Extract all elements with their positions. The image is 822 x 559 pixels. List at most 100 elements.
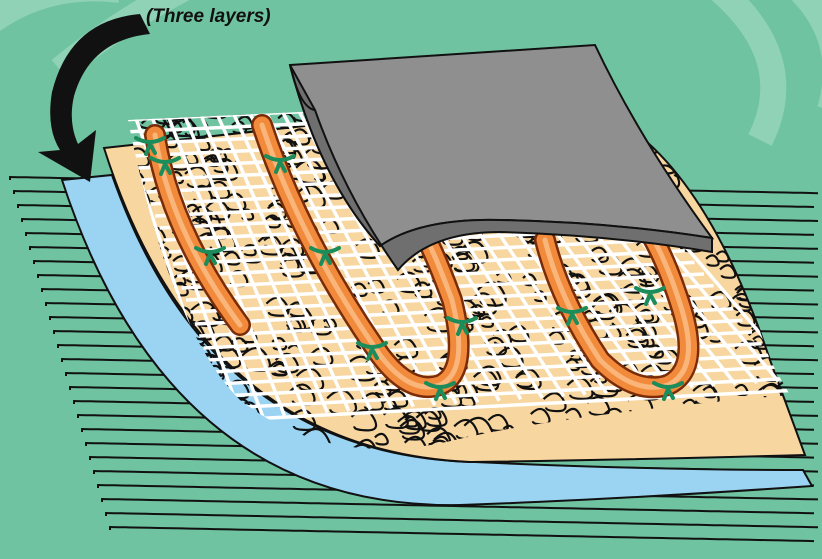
- grid-line-horizontal: [203, 318, 743, 350]
- fiber-loop: [682, 156, 696, 169]
- wavy-line: [109, 525, 815, 543]
- cable-tie-end: [662, 387, 675, 401]
- cable-ties: [134, 136, 684, 401]
- cable-tie-end: [319, 252, 332, 266]
- cable-tie-end: [644, 292, 657, 306]
- fiber-loop: [128, 378, 147, 401]
- curved-arrow-icon: [38, 14, 150, 182]
- fiber-loop: [791, 361, 819, 384]
- fiber-loop: [715, 250, 730, 263]
- fiber-loop: [746, 156, 771, 177]
- fiber-loop: [348, 443, 377, 449]
- fiber-loop: [747, 288, 771, 309]
- heating-cable-highlight: [152, 132, 243, 328]
- fiber-loop: [781, 159, 790, 173]
- fiber-loop: [719, 264, 737, 279]
- fiber-loop: [399, 418, 426, 441]
- fiber-loop: [387, 390, 409, 408]
- fiber-loop: [271, 337, 288, 351]
- fiber-loop: [128, 376, 142, 395]
- grid-line-horizontal: [207, 330, 753, 362]
- fiber-loop: [165, 100, 189, 121]
- fiber-loop: [374, 432, 389, 446]
- fiber-loop: [163, 409, 188, 430]
- fiber-loop: [224, 100, 253, 117]
- fiber-loop: [201, 100, 228, 120]
- fiber-loop: [695, 106, 709, 119]
- fiber-loop: [645, 110, 665, 126]
- fiber-loop: [469, 292, 498, 316]
- fiber-loop: [113, 320, 126, 330]
- fiber-loop: [208, 180, 231, 200]
- fiber-loop: [735, 162, 766, 188]
- fiber-loop: [542, 392, 567, 413]
- fiber-loop: [793, 333, 807, 344]
- fiber-loop: [669, 112, 696, 135]
- fiber-loop: [480, 315, 494, 328]
- fiber-loop: [135, 103, 166, 130]
- fiber-loop: [639, 334, 655, 348]
- fiber-loop: [373, 380, 392, 396]
- fiber-loop: [160, 100, 184, 115]
- fiber-loop: [514, 372, 534, 388]
- cable-tie-end: [274, 160, 287, 174]
- fiber-loop: [592, 294, 619, 316]
- fiber-loop: [712, 173, 728, 187]
- fiber-loop: [799, 102, 810, 111]
- fiber-loop: [290, 128, 311, 146]
- cover-tile: [288, 43, 715, 272]
- fiber-loop: [682, 158, 702, 175]
- fiber-loop: [425, 439, 455, 449]
- fiber-loop: [487, 413, 509, 433]
- fiber-loop: [799, 174, 817, 189]
- fiber-loop: [589, 246, 609, 263]
- fiber-loop: [530, 407, 551, 426]
- cable-tie: [356, 341, 388, 349]
- cable-tie: [652, 381, 684, 389]
- fiber-loop: [705, 254, 720, 267]
- fiber-loop: [647, 344, 664, 359]
- fiber-loop: [128, 380, 133, 393]
- grid-line-horizontal: [225, 376, 790, 410]
- cable-tie-end: [144, 142, 157, 156]
- cable-tie-end: [159, 162, 172, 176]
- grid-line-horizontal: [229, 388, 790, 422]
- fiber-loop: [761, 176, 789, 200]
- fiber-loop: [774, 176, 790, 201]
- fiber-loop: [452, 252, 475, 273]
- fiber-loop: [145, 412, 161, 426]
- fiber-loop: [397, 414, 421, 435]
- fiber-loop: [179, 423, 209, 448]
- caption-three-layers: (Three layers): [146, 6, 271, 27]
- fiber-loop: [664, 141, 685, 159]
- fiber-loop: [403, 435, 428, 449]
- fiber-loop: [741, 164, 760, 180]
- fiber-loop: [777, 149, 790, 170]
- fiber-loop: [350, 409, 378, 432]
- grid-line-vertical: [167, 117, 287, 417]
- fiber-loop: [763, 309, 780, 323]
- cable-tie-end: [204, 252, 217, 266]
- fiber-loop: [780, 121, 790, 146]
- grid-line-horizontal: [212, 341, 762, 374]
- fiber-loop: [730, 131, 751, 149]
- cable-tie-end: [456, 322, 469, 336]
- fiber-loop: [684, 160, 701, 175]
- cable-tie-end: [434, 387, 447, 401]
- wavy-line: [105, 511, 819, 529]
- fiber-loop: [661, 143, 677, 157]
- fiber-loop: [230, 337, 249, 353]
- fiber-loop: [184, 166, 212, 189]
- fiber-loop: [744, 155, 761, 170]
- fiber-loop: [625, 328, 649, 349]
- fiber-loop: [361, 392, 384, 411]
- fiber-loop: [242, 244, 257, 257]
- fiber-loop: [404, 415, 418, 428]
- fiber-loop: [143, 429, 175, 449]
- fiber-loop: [350, 282, 368, 298]
- fiber-loop: [647, 117, 661, 130]
- fiber-loop: [796, 104, 822, 125]
- fiber-loop: [357, 438, 377, 449]
